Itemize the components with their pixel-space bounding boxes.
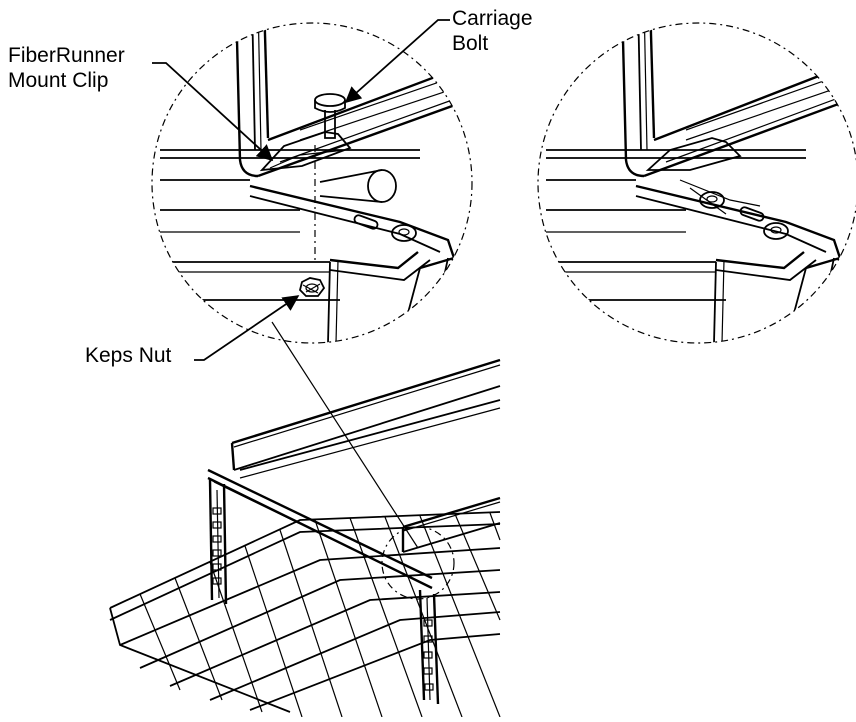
carriage-bolt-label-line1: Carriage bbox=[452, 7, 533, 30]
carriage-bolt-label: Carriage Bolt bbox=[452, 6, 533, 56]
mount-clip-label-line2: Mount Clip bbox=[8, 69, 109, 92]
mount-clip-leader bbox=[152, 62, 274, 162]
detail-circle-left bbox=[151, 22, 473, 344]
mount-clip-label-line1: FiberRunner bbox=[8, 44, 125, 67]
keps-nut-label: Keps Nut bbox=[85, 343, 171, 368]
tray-assembly bbox=[109, 358, 501, 718]
detail-view-left bbox=[151, 22, 473, 344]
mount-clip-label: FiberRunner Mount Clip bbox=[8, 43, 125, 93]
keps-nut-label-text: Keps Nut bbox=[85, 344, 172, 367]
detail-view-right bbox=[537, 22, 856, 344]
detail-circle-right bbox=[537, 22, 856, 344]
carriage-bolt-leader bbox=[344, 19, 450, 104]
carriage-bolt-label-line2: Bolt bbox=[452, 32, 489, 55]
keps-nut-leader bbox=[194, 295, 300, 361]
